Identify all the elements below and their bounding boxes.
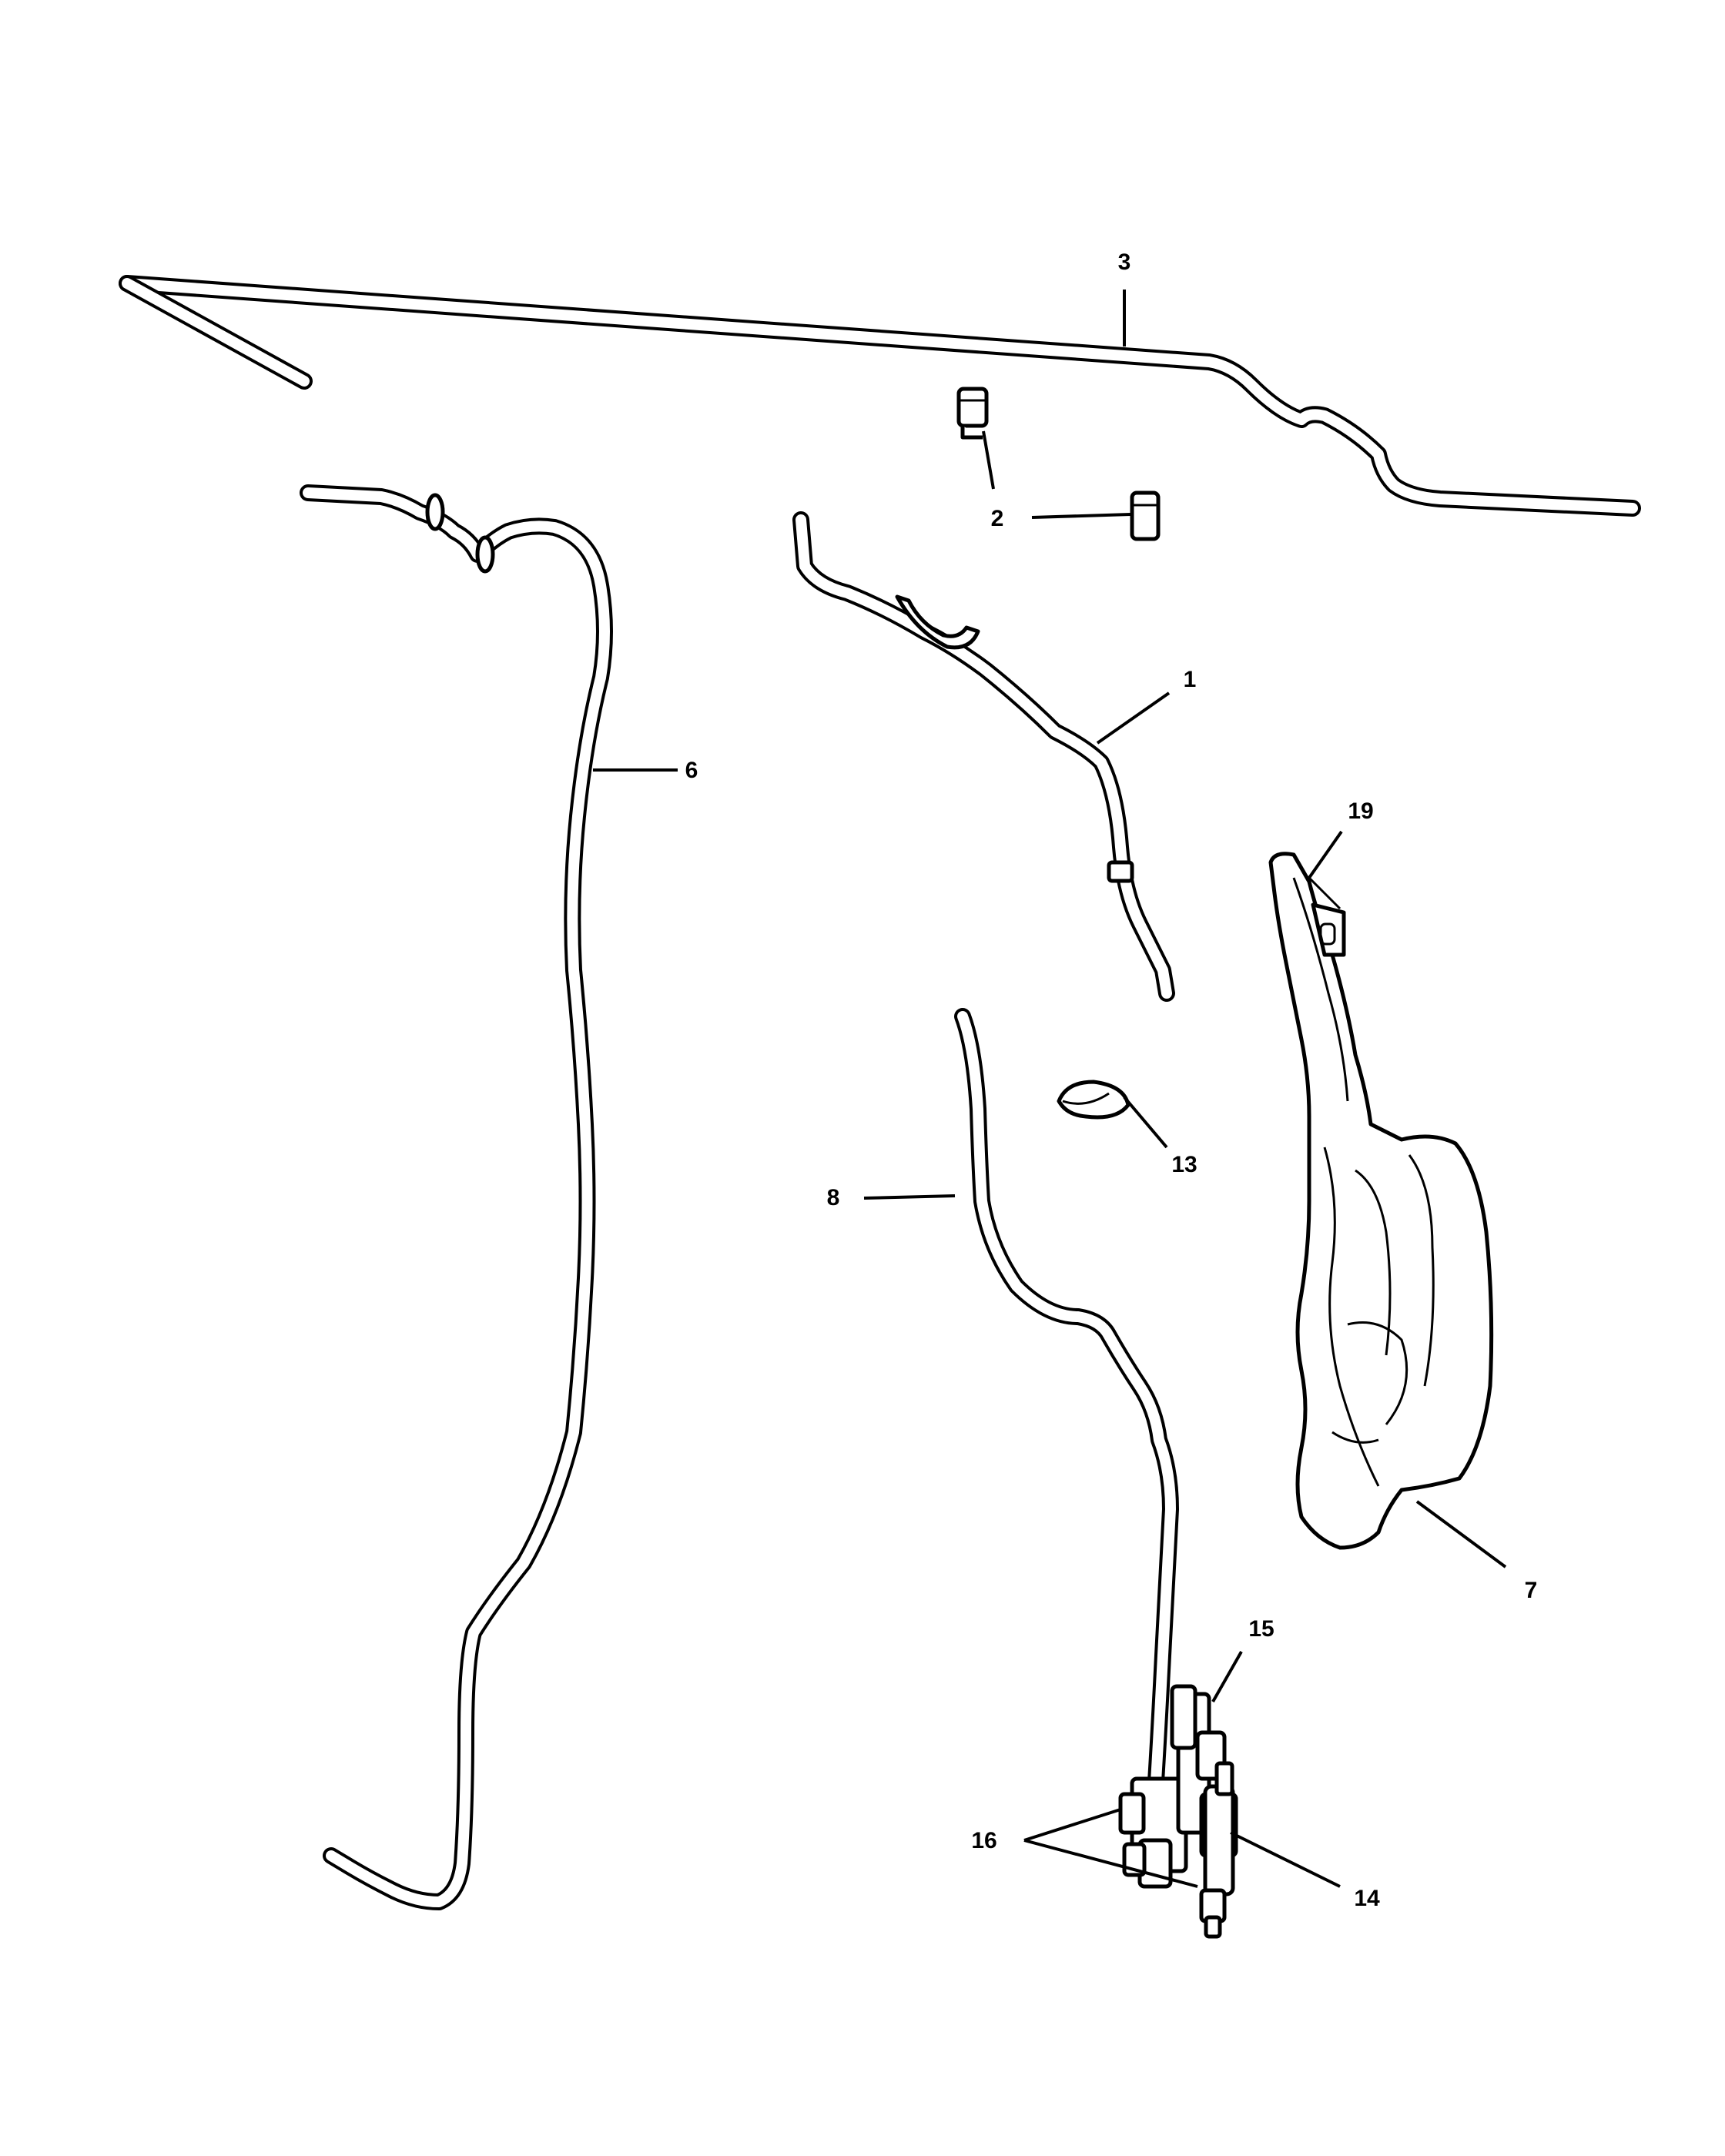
callout-labels: 3 2 1 6 19 13 8 7 15 16 14 (685, 249, 1538, 1911)
callout-14: 14 (1354, 1886, 1380, 1911)
callout-1: 1 (1184, 667, 1197, 692)
callout-15: 15 (1248, 1616, 1274, 1642)
callout-16: 16 (971, 1828, 996, 1853)
part-15-nozzle (1170, 1684, 1197, 1750)
callout-13: 13 (1171, 1152, 1197, 1177)
part-16-grommet (1118, 1792, 1147, 1877)
leader-19 (1308, 830, 1343, 879)
leader-1 (1096, 691, 1171, 745)
leader-7 (1415, 1500, 1507, 1568)
callout-2: 2 (991, 506, 1004, 531)
callout-6: 6 (685, 758, 698, 783)
leader-14 (1230, 1831, 1341, 1888)
part-1-hose (792, 511, 1175, 1002)
part-14-pump (1199, 1761, 1235, 1939)
part-13-cap (1057, 1080, 1130, 1120)
part-7-reservoir (1268, 852, 1494, 1550)
part-19-bracket (1311, 902, 1346, 957)
leader-16b (1023, 1839, 1198, 1888)
leader-16a (1023, 1808, 1121, 1842)
callout-19: 19 (1348, 798, 1373, 824)
leader-lines (593, 290, 1507, 1888)
leader-13 (1123, 1096, 1168, 1149)
leader-8 (863, 1194, 956, 1200)
callout-7: 7 (1525, 1578, 1538, 1603)
part-2-connector-a (956, 387, 989, 440)
part-3-tube (119, 275, 1641, 517)
part-8-hose (954, 1008, 1179, 1803)
leader-15 (1211, 1651, 1243, 1702)
callout-8: 8 (827, 1185, 840, 1210)
part-6-hose (300, 484, 613, 1910)
leader-2a (982, 430, 995, 490)
part-2-connector-b (1130, 490, 1161, 541)
leader-2b (1031, 513, 1131, 519)
callout-3: 3 (1118, 249, 1131, 275)
